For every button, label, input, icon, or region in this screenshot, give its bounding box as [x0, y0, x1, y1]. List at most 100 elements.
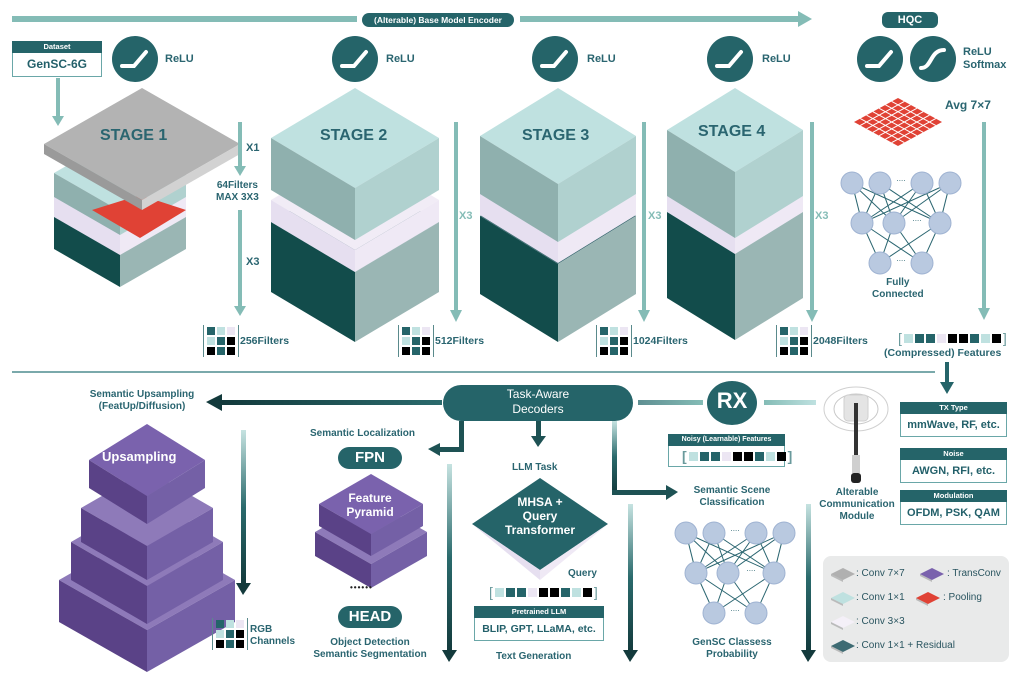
stage2-repeat-arrow [450, 122, 462, 322]
filter-cell [227, 327, 235, 335]
fpn-layer2-right [371, 532, 427, 588]
rgb-down-line [241, 430, 246, 585]
legend-residual-icon-edge [831, 646, 843, 654]
stage1-conv7-right [142, 144, 240, 210]
filter-cell [236, 640, 244, 648]
feature-cell [969, 333, 979, 343]
section-divider [12, 371, 935, 373]
grid-line [891, 100, 936, 126]
class-down-line [806, 504, 811, 652]
filter-cell [800, 337, 808, 345]
nn-ellipsis: .... [897, 254, 906, 263]
task-aware-decoders: Task-Aware Decoders [443, 385, 633, 421]
stage3-conv3-right [558, 193, 636, 263]
classification-arrow-horizontal [612, 490, 667, 495]
feature-cell [516, 587, 526, 597]
feature-cell [505, 587, 515, 597]
filter-cell [226, 640, 234, 648]
noisy-features-box: Noisy (Learnable) Features [] [668, 434, 792, 467]
hqc-label: HQC [882, 12, 938, 28]
stage4-x3: X3 [815, 210, 829, 222]
feature-cell [765, 451, 775, 461]
legend-label-transconv: : TransConv [947, 568, 1001, 579]
fc-line2: Connected [872, 289, 924, 300]
grid-line [878, 111, 924, 137]
filter-grid-icon [203, 325, 239, 357]
decoders-line1: Task-Aware [506, 387, 570, 401]
stage1-filters: 64Filters MAX 3X3 [216, 180, 259, 204]
feature-cell [754, 451, 764, 461]
grid-line [891, 118, 936, 144]
filter-cell [207, 327, 215, 335]
stage2-conv1-right [355, 138, 439, 240]
fc-node [910, 171, 934, 195]
nn-edge [685, 532, 775, 574]
stage1-residual-left [54, 213, 120, 287]
modulation-box: Modulation OFDM, PSK, QAM [900, 490, 1007, 525]
grid-line [866, 104, 911, 130]
fc-node [868, 251, 892, 275]
nn-edge [695, 532, 785, 574]
filter-cell [402, 337, 410, 345]
nn-edge [861, 182, 951, 224]
class-out-line1: GenSC Classess [692, 637, 772, 648]
filter-cell [600, 337, 608, 345]
fully-connected-label: Fully Connected [872, 277, 924, 301]
relu-icon-4 [707, 36, 753, 82]
classification-output: GenSC Classess Probability [682, 637, 782, 661]
text-gen-down-head [623, 650, 638, 662]
pretrained-llm-title: Pretrained LLM [474, 606, 604, 618]
filter-cell [620, 337, 628, 345]
stage3-residual-left [480, 216, 558, 342]
grid-line [872, 107, 918, 133]
encoder-arrow-head [798, 11, 812, 27]
up-layer4-right [147, 580, 235, 672]
fc-node [910, 251, 934, 275]
decoders-line2: Decoders [512, 402, 564, 416]
query-label: Query [568, 568, 597, 579]
localization-down-head [442, 650, 457, 662]
feature-cell [560, 587, 570, 597]
grid-line [885, 104, 930, 130]
llm-arrow-line [536, 421, 541, 437]
bracket-left: [ [898, 330, 902, 346]
fc-node [868, 171, 892, 195]
legend-label-pooling: : Pooling [943, 592, 982, 603]
localization-down-line [447, 464, 452, 652]
bracket-left: [ [489, 584, 493, 600]
mhsa-line2: Query [522, 508, 558, 523]
upsampling-title-line2: (FeatUp/Diffusion) [98, 401, 186, 412]
filter-cell [402, 347, 410, 355]
filter-cell [800, 347, 808, 355]
feature-cell [743, 451, 753, 461]
relu-icon-hqc [857, 36, 903, 82]
grid-line [872, 111, 918, 137]
up-layer2-left [81, 508, 147, 580]
stage2-residual-left [271, 222, 355, 342]
legend-conv7-icon [831, 568, 855, 580]
relu-softmax-label: ReLU Softmax [963, 46, 1006, 72]
feature-cell [494, 587, 504, 597]
up-layer3-right [147, 542, 223, 624]
fc-node [882, 211, 906, 235]
bracket-right: ] [593, 584, 598, 600]
upsampling-block-label: Upsampling [102, 449, 177, 464]
text-gen-down-line [628, 504, 633, 652]
avg-pool-grid [854, 98, 942, 146]
nn-edge [879, 182, 941, 224]
stage1-arrow-top [234, 122, 246, 176]
nn-edge [861, 222, 923, 264]
comm-line3: Module [839, 511, 875, 522]
filter-cell [790, 337, 798, 345]
nn-edge [713, 532, 775, 574]
filter-cell [217, 337, 225, 345]
classifier-node [702, 601, 726, 625]
nn-edge [695, 572, 757, 614]
noise-box: Noise AWGN, RFI, etc. [900, 448, 1007, 483]
feature-cell [699, 451, 709, 461]
softmax-icon [910, 36, 956, 82]
pretrained-llm-box: Pretrained LLM BLIP, GPT, LLaMA, etc. [474, 606, 604, 641]
filter-cell [422, 347, 430, 355]
legend-label-conv1: : Conv 1×1 [856, 592, 905, 603]
stage1-arrow-bottom [234, 210, 246, 316]
